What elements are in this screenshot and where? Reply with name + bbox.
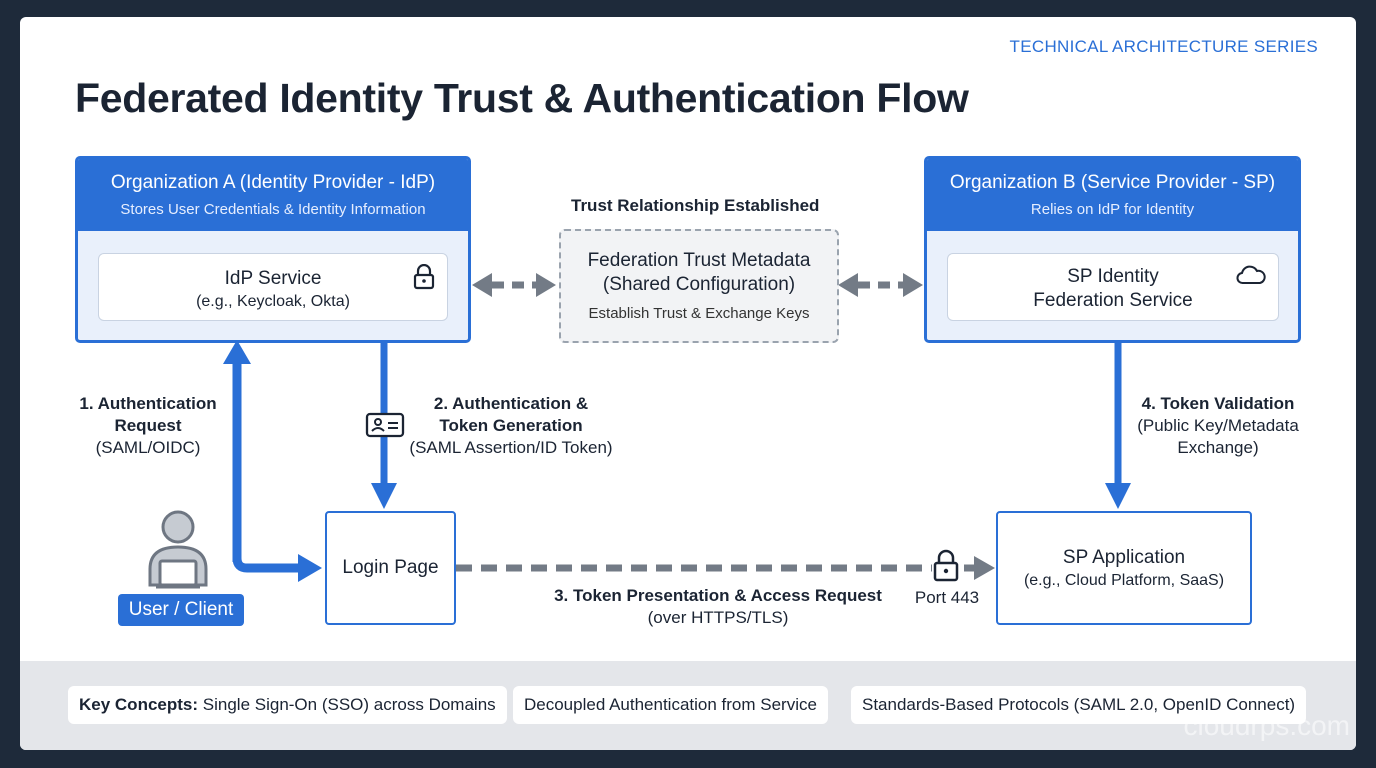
cloud-icon [1236,265,1266,284]
concept-standards: Standards-Based Protocols (SAML 2.0, Ope… [862,695,1296,714]
sp-application-sub: (e.g., Cloud Platform, SaaS) [1023,572,1225,589]
org-b-title: Organization B (Service Provider - SP) [949,172,1276,193]
concept-pill-standards: Standards-Based Protocols (SAML 2.0, Ope… [851,686,1307,724]
step4-detail-line1: (Public Key/Metadata [1137,416,1299,435]
org-b-header: Organization B (Service Provider - SP) R… [927,159,1298,231]
trust-arrowhead-right-b [903,273,923,297]
step2-label: 2. Authentication & Token Generation (SA… [400,393,622,459]
trust-arrowhead-left-b [536,273,556,297]
page-title: Federated Identity Trust & Authenticatio… [75,75,969,121]
lock-icon [413,264,435,290]
id-card-icon [365,412,405,438]
org-b-panel: Organization B (Service Provider - SP) R… [924,156,1301,343]
step2-detail: (SAML Assertion/ID Token) [409,438,613,457]
step3-title: 3. Token Presentation & Access Request [554,586,882,605]
federation-metadata-box: Federation Trust Metadata (Shared Config… [559,229,839,343]
key-concepts-footer: Key Concepts: Single Sign-On (SSO) acros… [20,661,1356,750]
token-generation-arrowhead [371,483,397,509]
lock-icon [933,549,959,582]
concept-decoupled: Decoupled Authentication from Service [524,695,817,714]
org-a-header: Organization A (Identity Provider - IdP)… [78,159,468,231]
step3-label: 3. Token Presentation & Access Request (… [525,585,911,629]
step4-title: 4. Token Validation [1141,394,1295,413]
concept-pill-sso: Key Concepts: Single Sign-On (SSO) acros… [68,686,507,724]
metadata-title-line2: (Shared Configuration) [602,274,796,295]
login-page-label: Login Page [342,557,439,578]
sp-federation-service-box: SP Identity Federation Service [947,253,1279,321]
step3-detail: (over HTTPS/TLS) [647,608,789,627]
idp-service-name: IdP Service [224,268,322,289]
connector-layer [148,273,1131,589]
org-a-panel: Organization A (Identity Provider - IdP)… [75,156,471,343]
trust-arrowhead-left-a [472,273,492,297]
user-client-tag: User / Client [118,594,244,626]
user-to-login-arrowhead [298,554,322,582]
trust-arrowhead-right-a [838,273,858,297]
step1-title-line1: 1. Authentication [79,394,217,413]
user-icon [148,510,208,589]
sp-application-box: SP Application (e.g., Cloud Platform, Sa… [996,511,1252,625]
step1-label: 1. Authentication Request (SAML/OIDC) [68,393,228,459]
auth-request-arrowhead-up [223,340,251,364]
watermark: cloudrps.com [1183,710,1350,741]
metadata-title-line1: Federation Trust Metadata [587,250,811,271]
step4-detail-line2: Exchange) [1177,438,1259,457]
token-validation-arrowhead [1105,483,1131,509]
login-page-box: Login Page [325,511,456,625]
step4-label: 4. Token Validation (Public Key/Metadata… [1128,393,1308,459]
step1-title-line2: Request [114,416,182,435]
step1-protocol: (SAML/OIDC) [95,438,201,457]
sp-service-line2: Federation Service [1033,290,1193,311]
org-a-subtitle: Stores User Credentials & Identity Infor… [120,201,426,218]
series-label: TECHNICAL ARCHITECTURE SERIES [1009,37,1318,56]
sp-application-name: SP Application [1062,547,1186,568]
idp-service-sub: (e.g., Keycloak, Okta) [196,293,350,310]
metadata-subtitle: Establish Trust & Exchange Keys [588,305,810,322]
idp-service-box: IdP Service (e.g., Keycloak, Okta) [98,253,448,321]
step2-title-line2: Token Generation [439,416,583,435]
concept-pill-decoupled: Decoupled Authentication from Service [513,686,828,724]
org-b-subtitle: Relies on IdP for Identity [1030,201,1195,218]
org-a-title: Organization A (Identity Provider - IdP) [110,172,436,193]
concept-sso: Single Sign-On (SSO) across Domains [202,695,496,714]
diagram-card: TECHNICAL ARCHITECTURE SERIES Federated … [20,17,1356,750]
step2-title-line1: 2. Authentication & [433,394,589,413]
sp-service-line1: SP Identity [1067,266,1159,287]
token-presentation-arrowhead [974,556,995,580]
user-to-login-arrow [232,557,302,573]
trust-relationship-label: Trust Relationship Established [571,196,820,215]
port-label: Port 443 [914,588,980,607]
key-concepts-label: Key Concepts: [79,695,199,714]
